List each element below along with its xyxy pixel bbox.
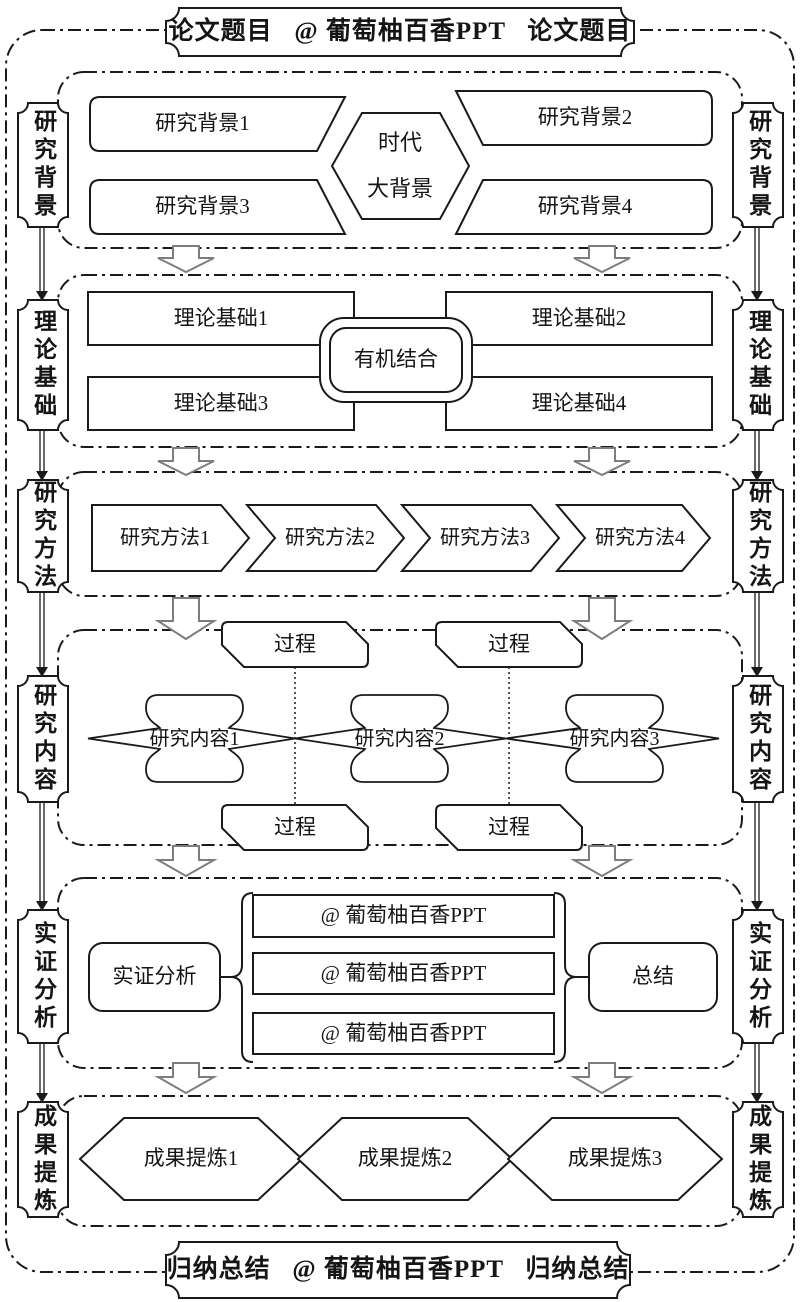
bottom-banner-plaque [165,1241,631,1299]
process-dotted-links [294,667,510,805]
analysis-box [88,942,221,1012]
title-banner-plaque [165,7,635,57]
era-hexagon [330,112,471,220]
side-plaques [17,102,784,1218]
side-connector-lines [39,227,760,1095]
process-boxes [221,621,583,851]
organic-combination-inner [329,327,463,393]
content-item-shapes [87,694,720,783]
ppt-item-rects [252,894,555,1055]
method-chevrons [91,504,712,572]
section-flow-arrows [154,245,634,1095]
analysis-braces [220,892,589,1063]
background-item-shapes [89,90,713,235]
result-hexagons [78,1117,724,1201]
theory-item-shapes [87,291,713,431]
summary-box [588,942,718,1012]
side-connector-arrowheads [36,291,763,1103]
